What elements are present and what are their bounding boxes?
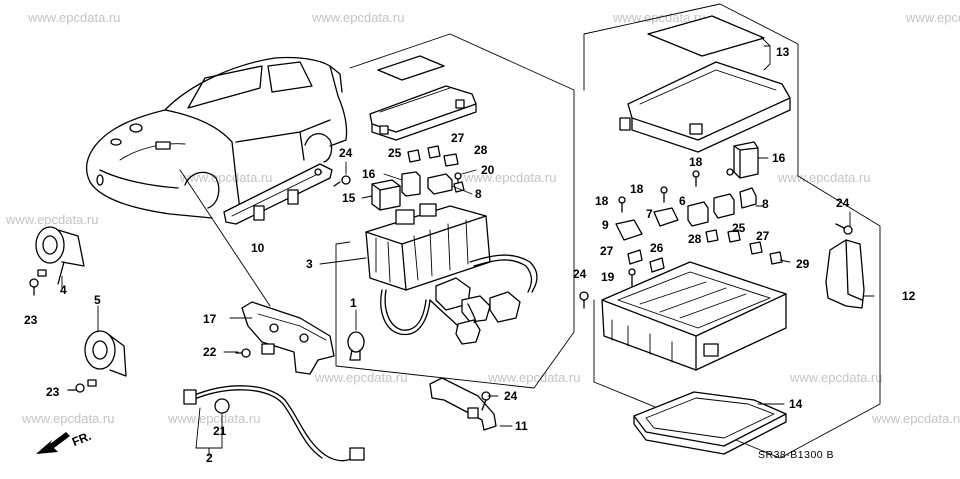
car-outline: [85, 56, 348, 219]
part-label-25: 25: [388, 146, 402, 160]
part-label-9: 9: [602, 218, 609, 232]
part-label-16: 16: [362, 167, 376, 181]
part-label-27: 27: [451, 131, 465, 145]
fuse-box-cover-right: [619, 15, 791, 153]
part-label-26: 26: [650, 241, 664, 255]
part-label-8: 8: [475, 187, 482, 201]
part-label-5: 5: [94, 293, 101, 307]
part-label-6: 6: [679, 194, 686, 208]
part-label-24: 24: [836, 196, 850, 210]
left-group-box: [335, 33, 575, 389]
part-label-27: 27: [756, 229, 770, 243]
part-label-2: 2: [206, 451, 213, 465]
horn-upper: [29, 226, 85, 296]
bolt-icon: [333, 181, 341, 187]
horn-lower: [67, 330, 127, 393]
watermark: www.epcdata.ru: [488, 370, 581, 385]
main-fuse-box-right: [601, 261, 787, 371]
part-label-29: 29: [796, 257, 810, 271]
part-label-17: 17: [203, 312, 217, 326]
clip-1: [347, 331, 365, 361]
part-label-1: 1: [350, 296, 357, 310]
part-label-12: 12: [902, 289, 916, 303]
bracket-12: [825, 223, 865, 309]
part-label-28: 28: [688, 232, 702, 246]
bracket-10: [223, 163, 333, 225]
watermark: www.epcdata.ru: [180, 170, 273, 185]
leader-lines: [61, 35, 875, 427]
part-label-14: 14: [789, 397, 803, 411]
relays-left: [371, 145, 465, 211]
watermark: www.epcdata.ru: [312, 10, 405, 25]
bracket-11: [429, 377, 497, 431]
bracket-17: [235, 301, 335, 375]
fuse-box-cover-left: [369, 55, 477, 141]
part-label-20: 20: [481, 163, 495, 177]
part-label-18: 18: [630, 182, 644, 196]
sub-harness: [183, 385, 365, 462]
part-label-25: 25: [732, 221, 746, 235]
part-label-28: 28: [474, 143, 488, 157]
diagram-code: SR38-B1300 B: [758, 449, 835, 461]
watermark: www.epcdata.ru: [6, 212, 99, 227]
watermark: www.epcdata.ru: [28, 10, 121, 25]
part-label-8: 8: [762, 197, 769, 211]
part-label-10: 10: [251, 241, 265, 255]
part-label-11: 11: [515, 419, 528, 433]
watermark: www.epcdata.ru: [168, 411, 261, 426]
part-label-15: 15: [342, 191, 356, 205]
part-label-4: 4: [60, 283, 67, 297]
part-label-13: 13: [776, 45, 790, 59]
watermark: www.epcdata.ru: [22, 411, 115, 426]
part-label-18: 18: [595, 194, 609, 208]
part-label-19: 19: [601, 270, 615, 284]
part-label-16: 16: [772, 151, 786, 165]
part-label-27: 27: [600, 244, 614, 258]
relays-right: [615, 141, 783, 287]
watermark: www.epcdata.ru: [315, 370, 408, 385]
part-label-24: 24: [504, 389, 518, 403]
front-direction-arrow: [36, 432, 70, 454]
watermark: www.epcdata.ru: [778, 170, 871, 185]
part-label-3: 3: [306, 257, 313, 271]
main-fuse-box-3: [365, 203, 538, 345]
watermark: www.epcdata.ru: [464, 170, 557, 185]
bolt-icon: [579, 291, 589, 301]
watermark: www.epcdata.ru: [872, 411, 960, 426]
watermark: www.epcdata.ru: [906, 10, 960, 25]
part-label-18: 18: [689, 155, 703, 169]
part-label-24: 24: [573, 267, 587, 281]
part-label-7: 7: [646, 207, 653, 221]
part-label-22: 22: [203, 345, 217, 359]
part-label-23: 23: [46, 385, 60, 399]
watermark: www.epcdata.ru: [790, 370, 883, 385]
part-label-23: 23: [24, 313, 38, 327]
bolt-icon: [341, 175, 351, 185]
bottom-cover: [633, 391, 787, 455]
part-label-21: 21: [213, 424, 227, 438]
part-label-24: 24: [339, 146, 353, 160]
